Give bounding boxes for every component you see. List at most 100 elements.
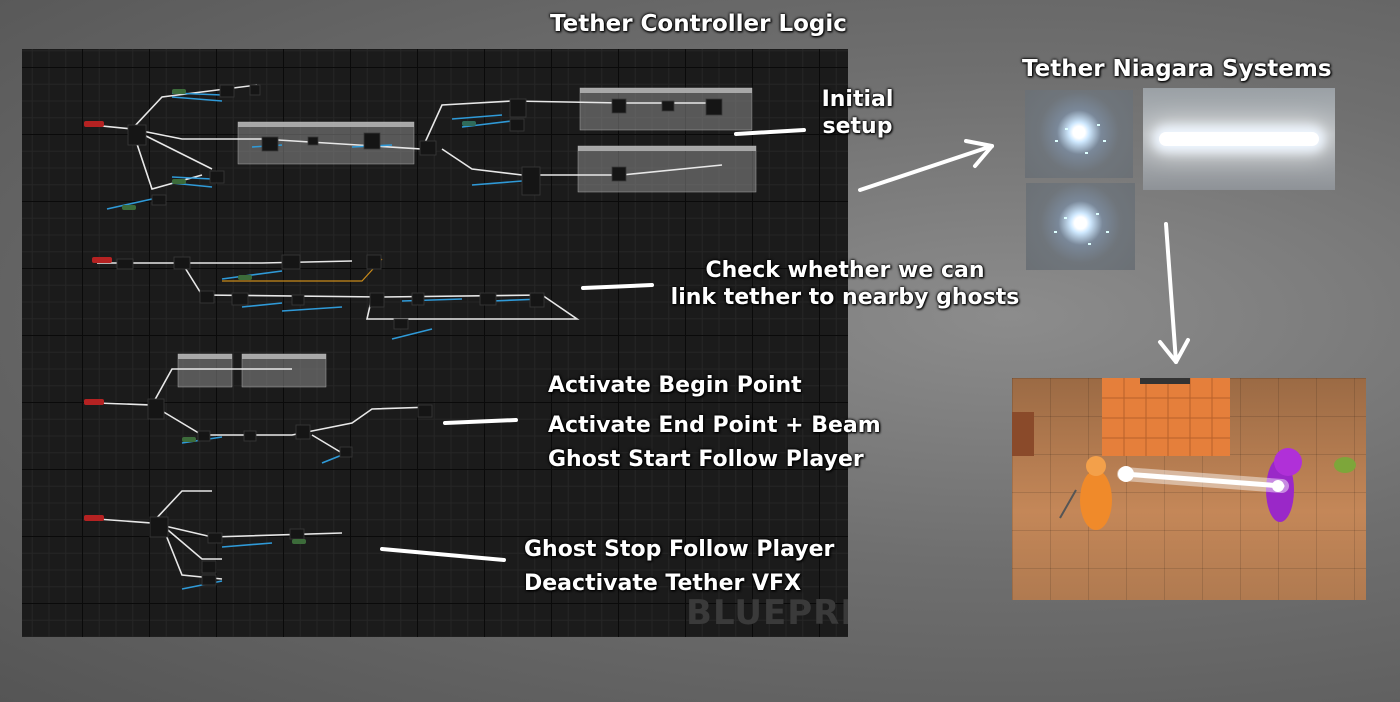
label-ghost-stop-follow: Ghost Stop Follow Player bbox=[524, 537, 835, 562]
graph-node bbox=[366, 254, 382, 270]
graph-node bbox=[127, 124, 147, 146]
label-initial-setup: Initial setup bbox=[810, 86, 905, 140]
graph-node bbox=[419, 140, 437, 156]
spark-particle bbox=[1065, 128, 1068, 130]
variable-node bbox=[182, 437, 196, 442]
exec-wire bbox=[161, 524, 222, 560]
niagara-burst-thumbnail-2[interactable] bbox=[1026, 183, 1135, 270]
graph-node bbox=[116, 258, 134, 270]
exec-wire bbox=[91, 84, 258, 130]
event-node bbox=[84, 515, 104, 521]
tether-end-point bbox=[1272, 480, 1284, 492]
spark-particle bbox=[1103, 140, 1106, 142]
comment-box bbox=[577, 145, 757, 193]
graph-node bbox=[201, 574, 217, 586]
graph-node bbox=[249, 84, 261, 96]
variable-node bbox=[122, 205, 136, 210]
data-wire bbox=[241, 302, 283, 308]
graph-node bbox=[479, 292, 497, 306]
player-character bbox=[1080, 470, 1112, 530]
label-check-link: Check whether we can link tether to near… bbox=[660, 257, 1030, 311]
blueprint-graph-wires bbox=[84, 84, 757, 590]
graph-node bbox=[149, 516, 169, 538]
exec-wire bbox=[131, 100, 722, 150]
label-ghost-start-follow: Ghost Start Follow Player bbox=[548, 447, 864, 472]
ghost-head bbox=[1274, 448, 1302, 476]
niagara-burst-thumbnail-1[interactable] bbox=[1025, 90, 1133, 178]
data-wire bbox=[221, 270, 283, 280]
label-deactivate-vfx: Deactivate Tether VFX bbox=[524, 571, 802, 596]
exec-wire bbox=[311, 434, 343, 454]
gameplay-scene bbox=[1012, 378, 1356, 530]
graph-node bbox=[207, 532, 223, 544]
graph-node bbox=[661, 100, 675, 112]
graph-node bbox=[201, 560, 217, 574]
variable-node bbox=[172, 179, 186, 184]
graph-node bbox=[209, 170, 225, 184]
graph-node bbox=[219, 84, 235, 98]
exec-wire bbox=[96, 368, 292, 406]
exec-wire bbox=[151, 404, 433, 436]
spark-particle bbox=[1096, 213, 1099, 215]
label-check-link-line1: Check whether we can bbox=[705, 258, 985, 283]
pillar-top bbox=[1140, 378, 1190, 384]
data-wire bbox=[471, 180, 523, 186]
main-title: Tether Controller Logic bbox=[550, 11, 847, 37]
exec-wire bbox=[181, 262, 580, 320]
data-wire bbox=[281, 306, 343, 312]
data-wire bbox=[401, 298, 463, 302]
graph-node bbox=[147, 398, 165, 420]
event-node bbox=[92, 257, 112, 263]
graph-node bbox=[197, 430, 211, 442]
data-wire bbox=[221, 542, 273, 548]
niagara-beam-thumbnail[interactable] bbox=[1143, 88, 1335, 190]
gameplay-screenshot[interactable] bbox=[1012, 378, 1366, 600]
data-wire bbox=[171, 96, 223, 102]
data-wire bbox=[171, 176, 213, 180]
event-node bbox=[84, 121, 104, 127]
blueprint-watermark: BLUEPRI bbox=[686, 593, 848, 633]
graph-node bbox=[339, 446, 353, 458]
arrow-right-icon bbox=[858, 139, 994, 192]
data-wire bbox=[106, 198, 153, 210]
exec-wire bbox=[97, 260, 353, 264]
graph-node bbox=[289, 528, 305, 540]
spark-particle bbox=[1055, 140, 1058, 142]
spark-particle bbox=[1097, 124, 1100, 126]
exec-wire bbox=[151, 522, 343, 538]
graph-node bbox=[173, 256, 191, 270]
comment-header bbox=[578, 146, 756, 151]
blueprint-graph-panel[interactable]: BLUEPRI bbox=[22, 49, 848, 637]
comment-header bbox=[242, 354, 326, 359]
label-initial-setup-line2: setup bbox=[822, 114, 893, 139]
graph-node bbox=[509, 118, 525, 132]
comment-header bbox=[580, 88, 752, 93]
comment-header bbox=[178, 354, 232, 359]
graph-node bbox=[231, 292, 249, 306]
label-activate-end-point: Activate End Point + Beam bbox=[548, 413, 881, 438]
spark-particle bbox=[1088, 243, 1091, 245]
graph-node bbox=[705, 98, 723, 116]
label-initial-setup-line1: Initial bbox=[821, 87, 894, 112]
arrow-down-icon bbox=[1158, 222, 1190, 364]
graph-node bbox=[411, 292, 425, 306]
event-node bbox=[84, 399, 104, 405]
player-head bbox=[1086, 456, 1106, 476]
graph-node bbox=[295, 424, 311, 440]
spark-particle bbox=[1106, 231, 1109, 233]
label-activate-begin-point: Activate Begin Point bbox=[548, 373, 802, 398]
variable-node bbox=[238, 275, 252, 280]
graph-node bbox=[151, 194, 167, 206]
player-tool bbox=[1059, 489, 1077, 519]
spark-particle bbox=[1085, 152, 1088, 154]
variable-node bbox=[172, 89, 186, 94]
sofa bbox=[1012, 412, 1034, 456]
comment-box bbox=[241, 353, 327, 388]
graph-node bbox=[199, 290, 215, 304]
graph-node bbox=[521, 166, 541, 196]
comment-box bbox=[177, 353, 233, 388]
beam-core bbox=[1159, 132, 1319, 146]
comment-header bbox=[238, 122, 414, 127]
exec-wire bbox=[96, 490, 212, 524]
graph-node bbox=[393, 318, 409, 330]
